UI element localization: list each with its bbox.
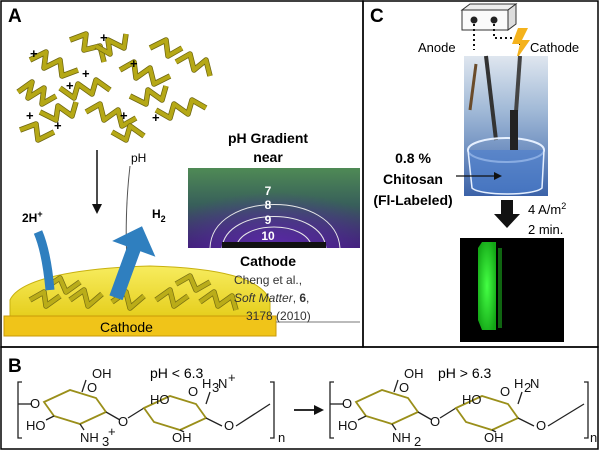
down-arrow-head [92,204,102,214]
h2-label: H2 [152,207,166,224]
svg-text:O: O [30,396,40,411]
contour-8: 8 [265,198,272,212]
svg-text:3: 3 [102,434,109,449]
panel-c-letter: C [370,6,384,27]
svg-text:+: + [100,30,108,45]
gel-chains [28,273,239,311]
ph-gradient-inset: 7 8 9 10 [188,168,360,249]
fluorescence-image [460,238,564,342]
svg-text:O: O [188,384,198,399]
citation-line2: Soft Matter, 6, [234,291,309,305]
svg-text:OH: OH [484,430,504,445]
svg-text:+: + [66,78,74,93]
svg-text:O: O [224,418,234,433]
panel-b-letter: B [8,356,22,377]
contour-10: 10 [261,229,275,243]
svg-text:HO: HO [150,392,170,407]
gradient-title-line2: near [253,149,283,165]
svg-text:+: + [130,56,138,71]
svg-text:O: O [399,380,409,395]
panel-b-border [0,346,599,450]
svg-text:+: + [26,108,34,123]
contour-9: 9 [265,213,272,227]
left-condition: pH < 6.3 [150,365,204,381]
svg-text:HO: HO [462,392,482,407]
citation-line3: 3178 (2010) [246,309,311,323]
chitosan-pointer-head [494,172,502,180]
svg-text:O: O [118,414,128,429]
svg-text:2: 2 [524,380,531,395]
cathode-label-c: Cathode [530,40,579,55]
svg-text:O: O [536,418,546,433]
ph-label: pH [131,151,146,165]
svg-text:N: N [218,376,227,391]
proton-arrow [33,230,55,291]
proton-label: 2H+ [22,209,43,225]
svg-text:N: N [530,376,539,391]
inset-cathode-label: Cathode [240,253,296,269]
chitosan-label: Chitosan [383,171,443,187]
svg-text:+: + [82,66,90,81]
anode-label: Anode [418,40,456,55]
svg-text:HO: HO [338,418,358,433]
electrodeposition-photo [464,55,548,196]
svg-text:O: O [342,396,352,411]
svg-text:+: + [30,46,38,61]
citation-line1: Cheng et al., [234,273,302,287]
svg-text:OH: OH [92,366,112,381]
cathode-label: Cathode [100,319,153,335]
lightning-icon [512,28,530,60]
cathode-electrode [3,315,277,337]
svg-text:H: H [202,376,211,391]
current-label: 4 A/m2 [528,201,566,217]
svg-text:3: 3 [212,380,219,395]
svg-text:NH: NH [80,430,99,445]
svg-text:2: 2 [414,434,421,449]
gradient-title-line1: pH Gradient [228,130,308,146]
svg-text:O: O [87,380,97,395]
hydrogen-arrow [109,226,156,301]
chitosan-gel-deposit [9,265,271,317]
chitosan-chain-cluster [16,31,213,143]
positive-charges: + + + + + + + + + [26,30,160,133]
power-supply [460,3,518,31]
time-label: 2 min. [528,222,563,237]
svg-text:H: H [514,376,523,391]
svg-text:OH: OH [404,366,424,381]
concentration-label: 0.8 % [395,150,431,166]
fl-labeled-label: (Fl-Labeled) [373,192,452,208]
svg-text:+: + [120,108,128,123]
svg-text:+: + [108,424,116,439]
svg-text:O: O [430,414,440,429]
svg-text:n: n [590,430,597,445]
neutral-chitosan-structure: O O OH HO NH 2 O HO O H 2 N OH O n [329,366,597,449]
right-condition: pH > 6.3 [438,365,492,381]
svg-text:+: + [54,118,62,133]
svg-text:NH: NH [392,430,411,445]
panel-a-letter: A [8,6,22,27]
svg-text:+: + [152,110,160,125]
protonated-chitosan-structure: O O OH HO NH 3 + O HO O H 3 N + OH O n [17,366,285,449]
contour-7: 7 [265,184,272,198]
svg-text:+: + [228,370,236,385]
reaction-arrow-head [314,405,324,415]
svg-text:OH: OH [172,430,192,445]
svg-text:HO: HO [26,418,46,433]
svg-text:n: n [278,430,285,445]
process-arrow [494,200,520,228]
svg-text:O: O [500,384,510,399]
